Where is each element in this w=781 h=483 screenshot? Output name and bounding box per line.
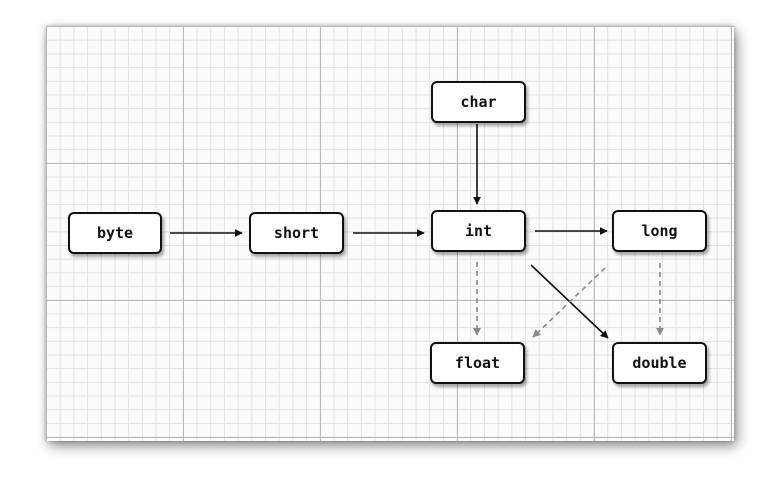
node-float: float: [430, 342, 525, 384]
node-float-label: float: [454, 354, 501, 372]
edge-long-float: [532, 267, 606, 338]
node-int-label: int: [464, 222, 493, 240]
node-double-label: double: [632, 354, 687, 372]
node-char-label: char: [460, 93, 497, 111]
node-long-label: long: [641, 222, 678, 240]
node-byte-label: byte: [96, 224, 134, 242]
node-double: double: [612, 342, 707, 384]
node-short: short: [249, 212, 344, 254]
node-int: int: [431, 210, 526, 252]
node-long: long: [612, 210, 707, 252]
node-byte: byte: [68, 212, 162, 254]
node-char: char: [431, 81, 526, 123]
node-short-label: short: [273, 224, 320, 242]
